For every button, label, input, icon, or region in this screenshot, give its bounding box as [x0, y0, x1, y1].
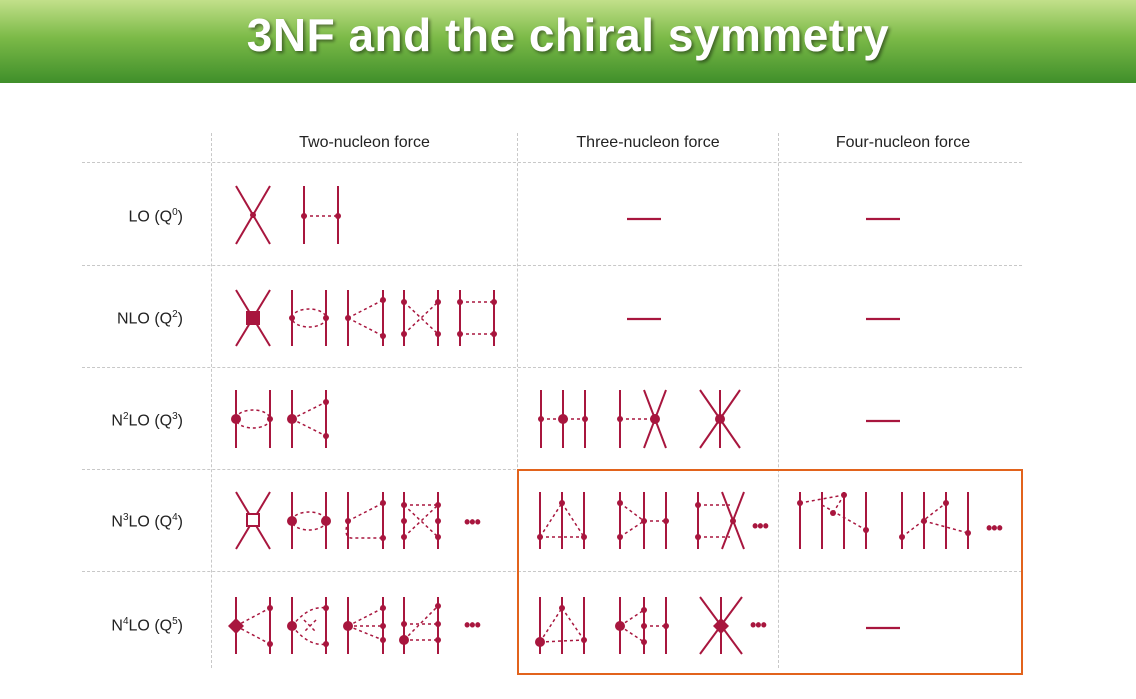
column-header-four-nucleon: Four-nucleon force — [835, 134, 971, 151]
diagram-n3lo-4nf-b — [899, 492, 971, 549]
diagram-n4lo-3nf-tpe-ope — [615, 597, 669, 654]
diagram-lo-ope — [301, 186, 341, 244]
diagram-n3lo-triangle — [345, 492, 386, 549]
diagram-n2lo-bubble — [231, 390, 273, 448]
row-label-n2lo: N2LO (Q3) — [111, 411, 183, 430]
diagram-n4lo-triangle-2 — [343, 597, 386, 654]
ellipsis-2nf-n3lo: ••• — [464, 512, 481, 532]
slide-title: 3NF and the chiral symmetry — [246, 9, 890, 61]
diagram-n3lo-3nf-ring — [537, 492, 587, 549]
diagram-n3lo-3nf-contact-ope — [695, 491, 745, 550]
diagram-n4lo-triangle — [228, 597, 273, 654]
column-header-three-nucleon: Three-nucleon force — [576, 134, 720, 151]
grid-divider — [82, 162, 1022, 163]
ellipsis-3nf-n4lo: ••• — [750, 615, 767, 635]
row-label-n3lo: N3LO (Q4) — [111, 512, 183, 531]
diagram-nlo-crossed-box — [401, 290, 441, 346]
diagram-n4lo-box — [399, 597, 441, 654]
diagram-n3lo-box — [401, 492, 441, 549]
diagram-n4lo-bubble-cross — [287, 597, 329, 654]
diagram-nlo-contact — [235, 289, 271, 347]
ellipsis-2nf-n4lo: ••• — [464, 615, 481, 635]
row-label-n4lo: N4LO (Q5) — [111, 616, 183, 635]
row-label-nlo: NLO (Q2) — [116, 309, 183, 328]
diagram-n4lo-3nf-contact — [699, 596, 743, 655]
ellipsis-4nf-n3lo: ••• — [986, 518, 1003, 538]
grid-divider — [211, 133, 212, 668]
diagram-n3lo-bubble — [287, 492, 331, 549]
grid-divider — [778, 133, 779, 668]
diagram-nlo-triangle — [345, 290, 386, 346]
diagram-n3lo-3nf-tpe-ope — [617, 492, 669, 549]
diagram-n3lo-contact — [235, 491, 271, 550]
diagram-nlo-bubble — [289, 290, 329, 346]
diagram-n2lo-3nf-ope — [617, 389, 667, 449]
diagram-lo-contact — [235, 185, 271, 245]
grid-divider — [82, 265, 1022, 266]
column-header-two-nucleon: Two-nucleon force — [299, 134, 430, 151]
ellipsis-3nf-n3lo: ••• — [752, 516, 769, 536]
grid-divider — [82, 571, 1022, 572]
grid-divider — [517, 133, 518, 668]
title-banner: 3NF and the chiral symmetry — [0, 0, 1136, 83]
diagram-n2lo-3nf-contact — [699, 389, 741, 449]
new-contributions-highlight — [517, 469, 1023, 675]
row-label-lo: LO (Q0) — [128, 207, 183, 226]
diagram-n4lo-3nf-ring — [535, 597, 587, 654]
diagram-nlo-box — [457, 290, 497, 346]
diagram-n3lo-4nf-a — [797, 492, 869, 549]
diagram-n2lo-triangle — [287, 390, 329, 448]
diagram-n2lo-3nf-tpe — [538, 390, 588, 448]
grid-divider — [82, 367, 1022, 368]
